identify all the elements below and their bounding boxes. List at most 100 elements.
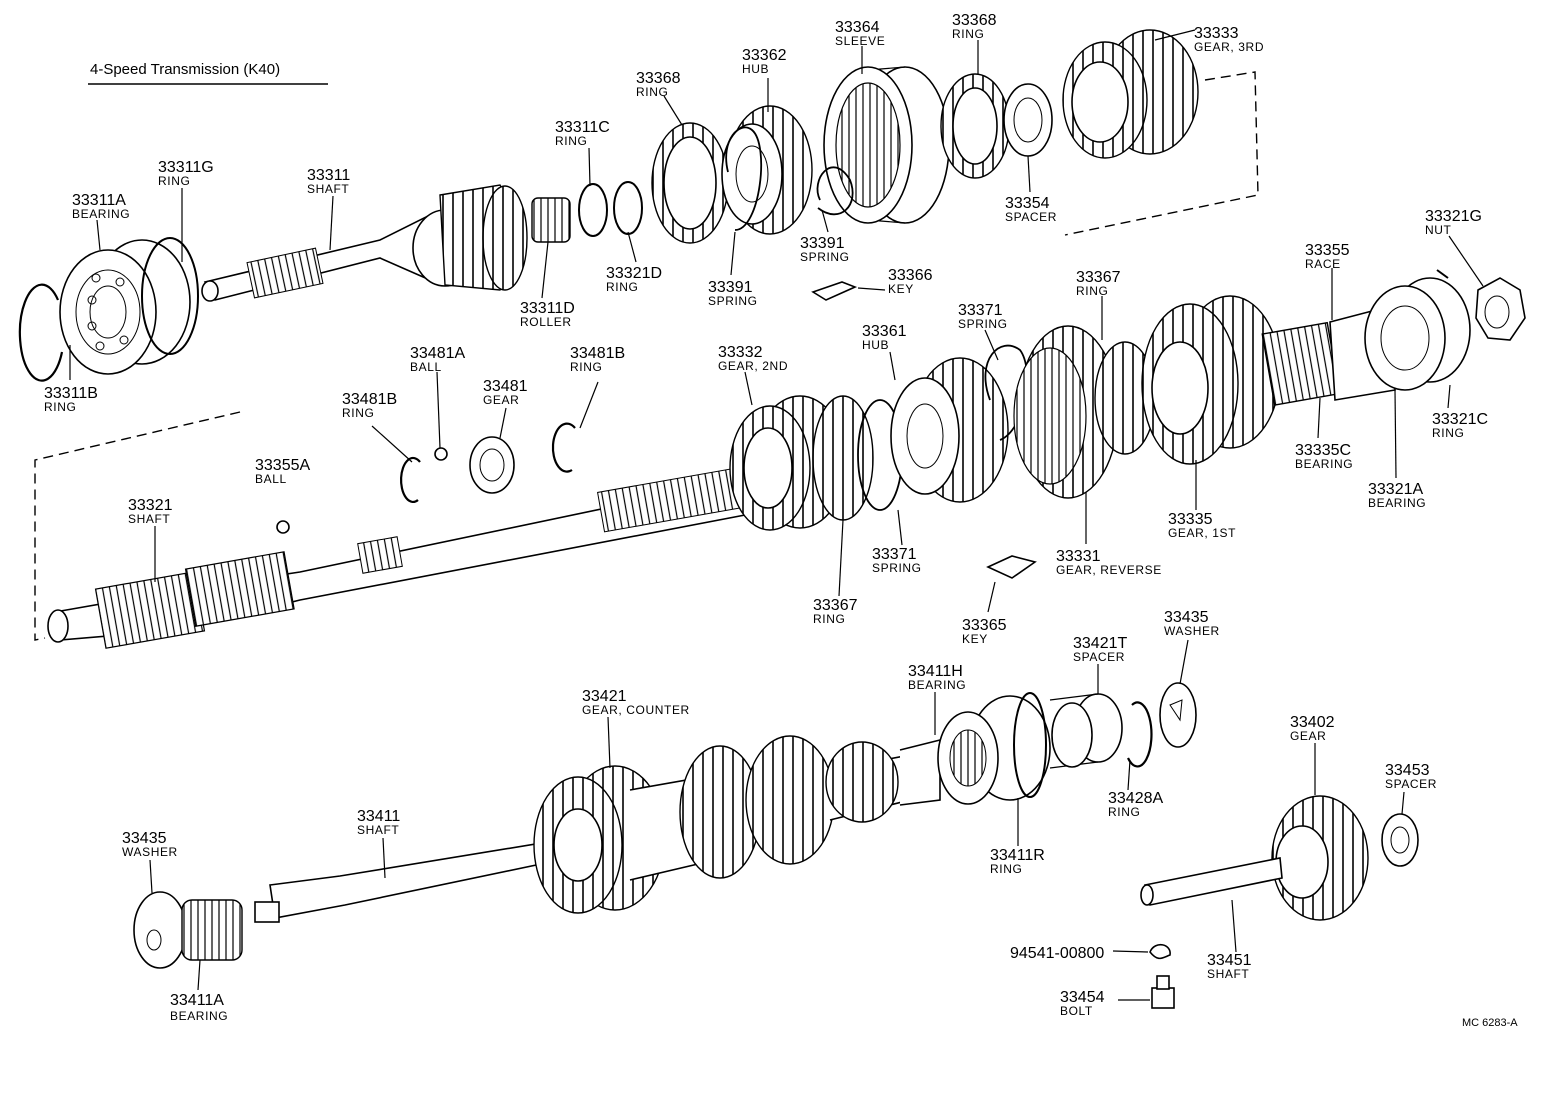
part-name: NUT (1425, 223, 1452, 237)
part-number: 33481A (410, 345, 465, 362)
ball-33481A (434, 447, 448, 461)
nut-33321G (1475, 277, 1526, 341)
bolt-33454 (1151, 975, 1175, 1009)
part-name: GEAR, COUNTER (582, 703, 690, 717)
part-number: 33367 (1076, 269, 1121, 286)
spacer-33453 (1381, 813, 1419, 867)
part-number: 33391 (800, 235, 845, 252)
spring-33391-left (725, 126, 763, 231)
part-name: RING (158, 174, 190, 188)
part-name: GEAR, 2ND (718, 359, 788, 373)
part-name: ROLLER (520, 315, 572, 329)
output-shaft-33321 (47, 467, 746, 649)
spacer-33421T (1049, 693, 1123, 769)
part-name: SPRING (800, 250, 850, 264)
part-number: 33365 (962, 617, 1007, 634)
part-number: 33335C (1295, 442, 1351, 459)
sync-ring-33367-lower (812, 395, 874, 521)
part-name: WASHER (1164, 624, 1220, 638)
part-name: SPRING (708, 294, 758, 308)
guide-line-top (1064, 71, 1259, 236)
reference-code: MC 6283-A (1462, 1017, 1518, 1029)
part-name: RING (1432, 426, 1464, 440)
part-number: 33311 (307, 167, 350, 184)
part-number: 33411H (908, 663, 963, 680)
input-shaft-group (18, 29, 1259, 382)
part-name: RACE (1305, 257, 1341, 271)
snap-ring-33311B (18, 283, 64, 382)
key-33366 (811, 281, 858, 301)
part-name: SHAFT (1207, 967, 1249, 981)
washer-33435-left (133, 891, 187, 969)
part-number: 33321A (1368, 481, 1423, 498)
idler-gear-33402 (1271, 795, 1369, 921)
gear-1st-33335 (1141, 295, 1281, 465)
part-number: 33366 (888, 267, 933, 284)
part-number: 33368 (952, 12, 997, 29)
part-name: BOLT (1060, 1004, 1093, 1018)
part-number: 33354 (1005, 195, 1050, 212)
part-number: 33311A (72, 192, 126, 209)
part-number: 33481B (342, 391, 397, 408)
part-number: 33435 (122, 830, 167, 847)
part-number: 33321G (1425, 208, 1482, 225)
part-number: 33332 (718, 344, 763, 361)
part-number: 33421 (582, 688, 627, 705)
part-name: RING (990, 862, 1022, 876)
part-number: 33453 (1385, 762, 1430, 779)
part-number: 33411 (357, 808, 400, 825)
ring-33321D (613, 181, 643, 235)
idler-shaft-33451 (1140, 857, 1283, 906)
part-name: SPRING (872, 561, 922, 575)
part-name: RING (570, 360, 602, 374)
ring-33481B-left (399, 456, 421, 503)
bearing-33411H (937, 695, 1051, 805)
part-number: 33364 (835, 19, 880, 36)
part-number: 33368 (636, 70, 681, 87)
diagram-title: 4-Speed Transmission (K40) (90, 61, 280, 78)
part-name: RING (1108, 805, 1140, 819)
spring-33391-right (816, 166, 854, 216)
part-number: 33451 (1207, 952, 1252, 969)
part-number: 33362 (742, 47, 787, 64)
part-name: RING (1076, 284, 1108, 298)
part-name: SPACER (1005, 210, 1057, 224)
part-number: 33402 (1290, 714, 1335, 731)
part-name: GEAR, 1ST (1168, 526, 1236, 540)
part-name: RING (813, 612, 845, 626)
gear-33481 (469, 436, 515, 494)
hub-33362 (721, 105, 813, 235)
ball-33355A (276, 520, 290, 534)
input-shaft-33311 (201, 184, 528, 302)
part-name: GEAR, REVERSE (1056, 563, 1162, 577)
part-number: 33311G (158, 159, 214, 176)
part-number: 33321D (606, 265, 662, 282)
part-name: SHAFT (128, 512, 170, 526)
guide-line-middle (34, 411, 241, 641)
part-name: GEAR (1290, 729, 1326, 743)
part-name: GEAR, 3RD (1194, 40, 1264, 54)
part-number: 33333 (1194, 25, 1239, 42)
ring-33481B-right (551, 422, 576, 473)
part-number: 33367 (813, 597, 858, 614)
part-number: 33481B (570, 345, 625, 362)
countershaft-group (133, 682, 1419, 1009)
part-name: GEAR (483, 393, 519, 407)
part-name: BEARING (170, 1009, 228, 1023)
part-name: RING (342, 406, 374, 420)
part-number: 33311C (555, 119, 610, 136)
part-number: 33391 (708, 279, 753, 296)
counter-gear-33421 (533, 735, 941, 914)
part-name: RING (606, 280, 638, 294)
part-name: SHAFT (307, 182, 349, 196)
sync-ring-33368-right (940, 73, 1010, 179)
part-number: 94541-00800 (1010, 945, 1104, 962)
part-number: 33321 (128, 497, 173, 514)
leader-lines (69, 29, 1484, 1001)
part-number: 33335 (1168, 511, 1213, 528)
part-name: HUB (742, 62, 769, 76)
part-name: KEY (888, 282, 914, 296)
spacer-33354 (1003, 83, 1053, 157)
part-name: HUB (862, 338, 889, 352)
